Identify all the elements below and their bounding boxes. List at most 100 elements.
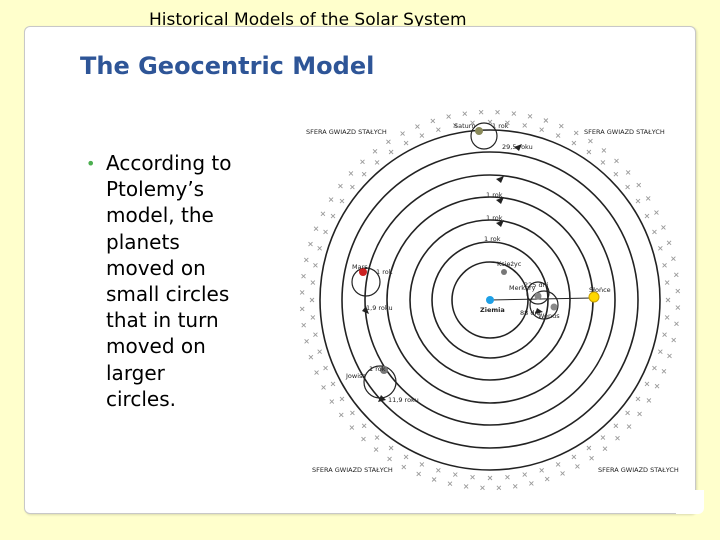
- arrow-mark: [362, 306, 369, 314]
- star-cross: [308, 354, 314, 360]
- period-label: 1 rok: [484, 235, 501, 243]
- star-cross: [452, 472, 458, 477]
- star-cross: [675, 288, 681, 294]
- star-cross: [388, 445, 394, 451]
- star-cross: [529, 481, 534, 486]
- star-cross: [447, 481, 453, 487]
- star-cross: [644, 381, 650, 387]
- star-cross: [415, 124, 420, 129]
- sphere-label-br: SFERA GWIAZD STAŁYCH: [598, 466, 679, 474]
- star-cross: [661, 368, 667, 374]
- star-cross: [487, 475, 493, 481]
- label-moon: Księżyc: [497, 260, 522, 268]
- star-cross: [416, 471, 422, 477]
- star-cross: [330, 213, 336, 219]
- star-cross: [662, 262, 667, 268]
- star-cross: [505, 120, 510, 126]
- star-cross: [652, 229, 657, 235]
- star-cross: [544, 476, 550, 482]
- star-cross: [615, 435, 620, 441]
- star-cross: [386, 139, 391, 145]
- star-cross: [661, 225, 666, 230]
- star-sphere-crosses: [299, 109, 681, 491]
- label-mars: Mars: [352, 263, 368, 271]
- star-cross: [673, 272, 679, 278]
- mars-dot: [359, 268, 367, 276]
- star-cross: [480, 485, 485, 491]
- star-cross: [361, 436, 366, 442]
- epicycle-saturn: [470, 122, 498, 150]
- star-cross: [339, 396, 345, 402]
- star-cross: [588, 138, 593, 144]
- star-cross: [317, 349, 322, 354]
- arrow-mark: [378, 395, 386, 402]
- star-cross: [601, 148, 607, 153]
- star-cross: [664, 280, 670, 285]
- period-label: 29,5 roku: [502, 143, 533, 151]
- star-cross: [662, 332, 667, 338]
- label-venus: Wenus: [538, 312, 560, 320]
- star-cross: [522, 123, 528, 128]
- star-cross: [666, 240, 672, 246]
- star-cross: [446, 114, 451, 119]
- star-cross: [496, 485, 502, 491]
- star-cross: [644, 213, 650, 219]
- star-cross: [313, 226, 319, 232]
- period-label: 11,9 roku: [388, 396, 419, 404]
- star-cross: [652, 365, 657, 371]
- orbit-stars: [319, 129, 661, 471]
- star-cross: [430, 118, 436, 124]
- label-sun: Słońce: [589, 286, 611, 294]
- star-cross: [573, 130, 579, 136]
- star-cross: [374, 160, 380, 165]
- star-cross: [310, 315, 316, 320]
- period-label: 1,9 roku: [366, 304, 393, 312]
- star-cross: [314, 370, 319, 375]
- period-label: 225 dni: [524, 281, 549, 289]
- star-cross: [349, 425, 355, 430]
- star-cross: [637, 411, 642, 417]
- star-cross: [436, 127, 441, 132]
- star-cross: [658, 349, 663, 354]
- star-cross: [667, 353, 672, 359]
- orbit-saturn: [341, 151, 639, 449]
- star-cross: [373, 447, 379, 452]
- star-cross: [555, 133, 561, 138]
- star-cross: [539, 468, 544, 473]
- star-cross: [320, 211, 326, 217]
- star-cross: [614, 158, 619, 164]
- star-cross: [586, 445, 592, 451]
- star-cross: [403, 454, 409, 460]
- star-cross: [419, 133, 425, 138]
- star-cross: [309, 297, 315, 303]
- star-cross: [571, 140, 577, 146]
- star-cross: [589, 455, 594, 461]
- sphere-label-tl: SFERA GWIAZD STAŁYCH: [306, 128, 387, 136]
- star-cross: [654, 210, 659, 215]
- label-mercury: Merkury: [509, 284, 536, 292]
- star-cross: [511, 111, 517, 116]
- star-cross: [403, 140, 409, 146]
- star-cross: [613, 423, 619, 429]
- geocentric-diagram: SFERA GWIAZD STAŁYCH SFERA GWIAZD STAŁYC…: [299, 109, 681, 491]
- star-cross: [664, 315, 670, 320]
- star-cross: [539, 127, 544, 132]
- star-cross: [387, 456, 392, 462]
- bullet-icon: •: [86, 154, 96, 173]
- arrow-mark: [514, 144, 522, 151]
- star-cross: [654, 383, 660, 389]
- period-label: 1 rok: [376, 268, 393, 276]
- star-cross: [361, 423, 367, 429]
- star-cross: [505, 474, 510, 480]
- star-cross: [313, 262, 318, 268]
- star-cross: [299, 306, 305, 312]
- star-cross: [303, 257, 309, 263]
- orbit-moon: [451, 261, 529, 339]
- earth-dot: [486, 296, 494, 304]
- epicycle-mars: [351, 267, 381, 297]
- star-cross: [512, 483, 518, 489]
- star-cross: [321, 385, 326, 390]
- sphere-label-tr: SFERA GWIAZD STAŁYCH: [584, 128, 665, 136]
- epicycle-mercury: [526, 281, 550, 305]
- star-cross: [338, 183, 343, 189]
